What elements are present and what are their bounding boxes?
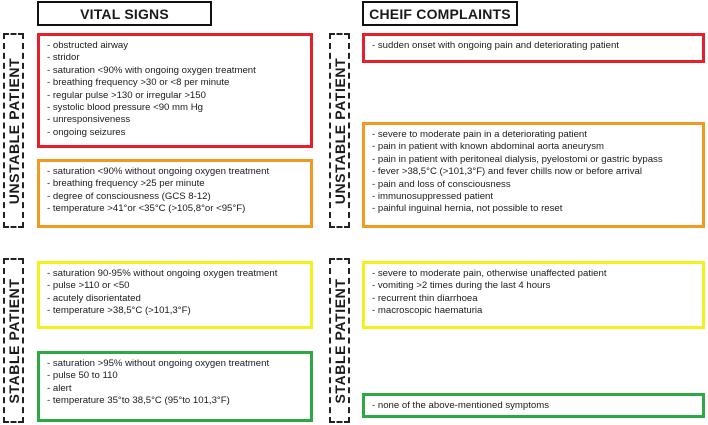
list-item: - vomiting >2 times during the last 4 ho… bbox=[372, 280, 551, 292]
list-item: - temperature >38,5°C (>101,3°F) bbox=[47, 305, 191, 317]
list-item: - saturation >95% without ongoing oxygen… bbox=[47, 358, 270, 369]
list-item: - pain and loss of consciousness bbox=[372, 178, 511, 190]
chief-complaints-title: CHEIF COMPLAINTS bbox=[369, 5, 511, 22]
right-stable-label: STABLE PATIENT bbox=[329, 258, 350, 423]
vital-signs-header: VITAL SIGNS bbox=[37, 1, 212, 26]
list-item: - stridor bbox=[47, 52, 80, 64]
list-item: - temperature 35°to 38,5°C (95°to 101,3°… bbox=[47, 395, 230, 407]
list-item: - unresponsiveness bbox=[47, 114, 131, 126]
list-item: - saturation <90% without ongoing oxygen… bbox=[47, 166, 270, 177]
list-item: - degree of consciousness (GCS 8-12) bbox=[47, 190, 211, 202]
vital-signs-yellow-list: - saturation 90-95% without ongoing oxyg… bbox=[47, 268, 303, 318]
list-item: - obstructed airway bbox=[47, 40, 129, 51]
list-item: - painful inguinal hernia, not possible … bbox=[372, 203, 563, 215]
list-item: - none of the above-mentioned symptoms bbox=[372, 400, 550, 411]
list-item: - macroscopic haematuria bbox=[372, 305, 483, 317]
list-item: - saturation 90-95% without ongoing oxyg… bbox=[47, 268, 278, 279]
complaints-yellow-list: - severe to moderate pain, otherwise una… bbox=[372, 268, 695, 318]
list-item: - regular pulse >130 or irregular >150 bbox=[47, 89, 206, 101]
complaints-green-box: - none of the above-mentioned symptoms bbox=[362, 393, 705, 418]
list-item: - pulse >110 or <50 bbox=[47, 280, 130, 292]
vital-signs-green-box: - saturation >95% without ongoing oxygen… bbox=[37, 351, 313, 422]
vital-signs-red-box: - obstructed airway- stridor- saturation… bbox=[37, 33, 313, 148]
complaints-orange-box: - severe to moderate pain in a deteriora… bbox=[362, 122, 705, 228]
list-item: - breathing frequency >25 per minute bbox=[47, 178, 205, 190]
vital-signs-red-list: - obstructed airway- stridor- saturation… bbox=[47, 40, 303, 139]
list-item: - severe to moderate pain in a deteriora… bbox=[372, 129, 587, 140]
list-item: - pain in patient with peritoneal dialys… bbox=[372, 153, 663, 165]
complaints-green-list: - none of the above-mentioned symptoms bbox=[372, 400, 695, 412]
list-item: - pain in patient with known abdominal a… bbox=[372, 141, 604, 153]
complaints-red-list: - sudden onset with ongoing pain and det… bbox=[372, 40, 695, 52]
list-item: - severe to moderate pain, otherwise una… bbox=[372, 268, 607, 279]
list-item: - acutely disorientated bbox=[47, 292, 141, 304]
complaints-red-box: - sudden onset with ongoing pain and det… bbox=[362, 33, 705, 63]
list-item: - pulse 50 to 110 bbox=[47, 370, 118, 382]
vital-signs-orange-box: - saturation <90% without ongoing oxygen… bbox=[37, 159, 313, 228]
list-item: - fever >38,5°C (>101,3°F) and fever chi… bbox=[372, 166, 643, 178]
list-item: - breathing frequency >30 or <8 per minu… bbox=[47, 77, 230, 89]
list-item: - recurrent thin diarrhoea bbox=[372, 292, 478, 304]
right-unstable-label: UNSTABLE PATIENT bbox=[329, 33, 350, 228]
vital-signs-title: VITAL SIGNS bbox=[80, 5, 169, 22]
complaints-orange-list: - severe to moderate pain in a deteriora… bbox=[372, 129, 695, 216]
list-item: - immunosuppressed patient bbox=[372, 191, 494, 203]
list-item: - temperature >41°or <35°C (>105,8°or <9… bbox=[47, 203, 246, 215]
list-item: - saturation <90% with ongoing oxygen tr… bbox=[47, 64, 256, 76]
vital-signs-yellow-box: - saturation 90-95% without ongoing oxyg… bbox=[37, 261, 313, 329]
list-item: - systolic blood pressure <90 mm Hg bbox=[47, 102, 203, 114]
vital-signs-orange-list: - saturation <90% without ongoing oxygen… bbox=[47, 166, 303, 216]
chief-complaints-header: CHEIF COMPLAINTS bbox=[362, 1, 518, 26]
list-item: - sudden onset with ongoing pain and det… bbox=[372, 40, 619, 51]
list-item: - ongoing seizures bbox=[47, 126, 126, 138]
left-stable-label: STABLE PATIENT bbox=[3, 258, 24, 423]
left-unstable-label: UNSTABLE PATIENT bbox=[3, 33, 24, 228]
complaints-yellow-box: - severe to moderate pain, otherwise una… bbox=[362, 261, 705, 329]
list-item: - alert bbox=[47, 382, 72, 394]
vital-signs-green-list: - saturation >95% without ongoing oxygen… bbox=[47, 358, 303, 408]
